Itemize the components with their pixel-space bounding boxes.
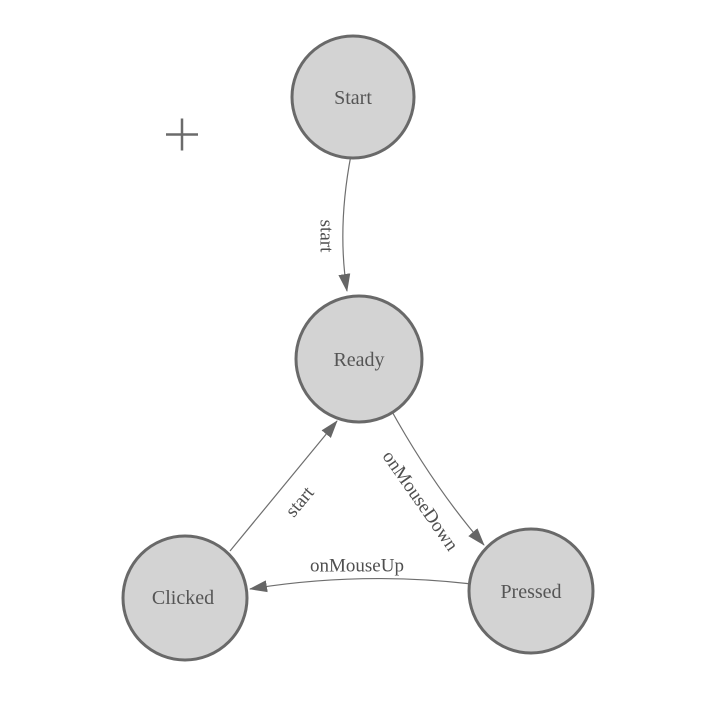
edge-clicked-ready[interactable]: start <box>229 420 338 552</box>
node-pressed[interactable]: Pressed <box>467 527 595 655</box>
node-clicked-label: Clicked <box>152 587 214 609</box>
edge-clicked-ready-label: start <box>281 482 319 521</box>
node-start[interactable]: Start <box>290 34 416 160</box>
node-pressed-label: Pressed <box>500 581 561 603</box>
node-start-circle <box>290 34 416 160</box>
edge-ready-pressed-path <box>389 407 485 546</box>
edge-pressed-clicked-path <box>249 577 473 593</box>
node-pressed-circle <box>467 527 595 655</box>
edge-clicked-ready-path <box>229 420 338 552</box>
node-ready-label: Ready <box>333 349 384 371</box>
edge-ready-pressed[interactable]: onMouseDown <box>378 407 485 555</box>
origin-cross-icon <box>166 118 198 151</box>
edge-start-ready-path <box>338 154 352 292</box>
node-start-label: Start <box>334 87 372 109</box>
node-clicked-circle <box>121 534 249 662</box>
edge-start-ready-label: start <box>316 220 337 253</box>
node-ready-circle <box>294 294 424 424</box>
edge-pressed-clicked-label: onMouseUp <box>310 556 404 577</box>
node-clicked[interactable]: Clicked <box>121 534 249 662</box>
edge-pressed-clicked[interactable]: onMouseUp <box>249 556 473 593</box>
edge-start-ready[interactable]: start <box>316 154 352 292</box>
node-ready[interactable]: Ready <box>294 294 424 424</box>
